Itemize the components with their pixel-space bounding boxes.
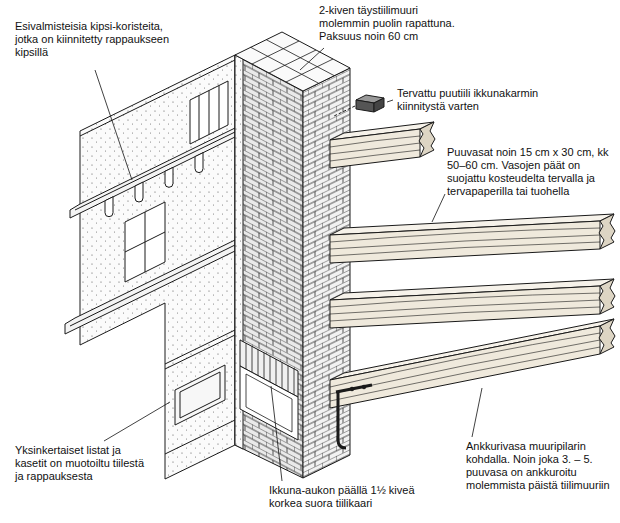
wooden-joist xyxy=(330,228,600,256)
anchor-joist xyxy=(599,319,615,354)
anchor-joist xyxy=(330,319,615,448)
leader-line xyxy=(472,388,482,437)
tarred-block xyxy=(374,98,384,112)
wooden-joist xyxy=(599,279,615,314)
brick-wall xyxy=(303,68,350,478)
wooden-joist xyxy=(330,129,420,168)
anchor-joist xyxy=(350,387,354,391)
wooden-joist xyxy=(419,122,435,157)
plaster-facade xyxy=(199,96,200,140)
facade-moulding xyxy=(180,372,220,418)
facade-moulding xyxy=(125,232,165,252)
wooden-joist xyxy=(330,221,600,263)
brick-arch xyxy=(252,346,253,372)
facade-moulding xyxy=(125,202,165,282)
brick-arch xyxy=(240,340,298,440)
brick-arch xyxy=(246,374,292,432)
anchor-joist xyxy=(338,392,346,448)
callout-label: Esivalmisteisia kipsi-koristeita, jotka … xyxy=(14,20,182,59)
plaster-facade xyxy=(75,132,235,210)
facade-moulding xyxy=(70,245,235,326)
facade-moulding xyxy=(165,335,235,369)
anchor-joist xyxy=(336,385,372,392)
plaster-facade xyxy=(209,91,210,135)
plaster-facade xyxy=(80,55,235,479)
brick-wall xyxy=(251,40,335,84)
wooden-joist xyxy=(330,293,600,321)
leader-line xyxy=(387,100,393,102)
facade-moulding xyxy=(165,330,235,364)
callout-label: Yksinkertaiset listat ja kasetit on muot… xyxy=(14,444,154,483)
brick-arch xyxy=(264,353,265,379)
callout-label: Ikkuna-aukon päällä 1½ kiveä korkea suor… xyxy=(268,484,438,510)
brick-wall xyxy=(266,40,334,76)
brick-arch xyxy=(258,350,259,376)
wooden-joist xyxy=(330,136,420,161)
tarred-block xyxy=(334,95,384,116)
wooden-joist xyxy=(599,214,615,249)
plaster-facade xyxy=(70,128,235,218)
leader-line xyxy=(95,70,132,180)
plaster-console xyxy=(105,197,113,217)
callout-label: Tervattu puutiili ikkunakarmin kiinnitys… xyxy=(396,87,561,113)
anchor-joist xyxy=(330,333,600,401)
tarred-block xyxy=(334,106,355,116)
brick-arch xyxy=(276,359,277,385)
anchor-joist xyxy=(330,326,600,408)
anchor-joist xyxy=(362,385,366,389)
facade-moulding xyxy=(165,420,235,454)
brick-arch xyxy=(288,365,289,391)
brick-arch xyxy=(246,343,247,369)
brick-wall xyxy=(286,59,333,82)
brick-arch xyxy=(270,356,271,382)
facade-moulding xyxy=(65,240,235,334)
tarred-block xyxy=(356,100,374,112)
facade-moulding xyxy=(65,202,235,454)
brick-wall xyxy=(252,41,299,64)
plaster-facade xyxy=(70,55,235,479)
brick-wall xyxy=(235,55,303,478)
brick-wall xyxy=(251,47,319,83)
callout-label: Ankkurivasa muuripilarin kohdalla. Noin … xyxy=(465,440,615,492)
wooden-joist xyxy=(330,286,600,328)
plaster-console xyxy=(165,167,173,187)
leader-line xyxy=(432,194,445,222)
wooden-joist xyxy=(330,122,615,328)
plaster-console xyxy=(135,182,143,202)
brick-arch xyxy=(240,366,298,440)
plaster-facade xyxy=(219,86,220,130)
brick-arch xyxy=(294,369,295,395)
leader-line xyxy=(300,48,324,70)
callout-label: 2-kiven täystiilimuuri molemmin puolin r… xyxy=(318,4,466,43)
brick-arch xyxy=(282,362,283,388)
facade-moulding xyxy=(175,365,225,425)
leader-line xyxy=(271,386,282,481)
callout-label: Puuvasat noin 15 cm x 30 cm, kk 50–60 cm… xyxy=(446,146,616,198)
plaster-console xyxy=(195,153,203,173)
leader-line xyxy=(104,402,170,441)
